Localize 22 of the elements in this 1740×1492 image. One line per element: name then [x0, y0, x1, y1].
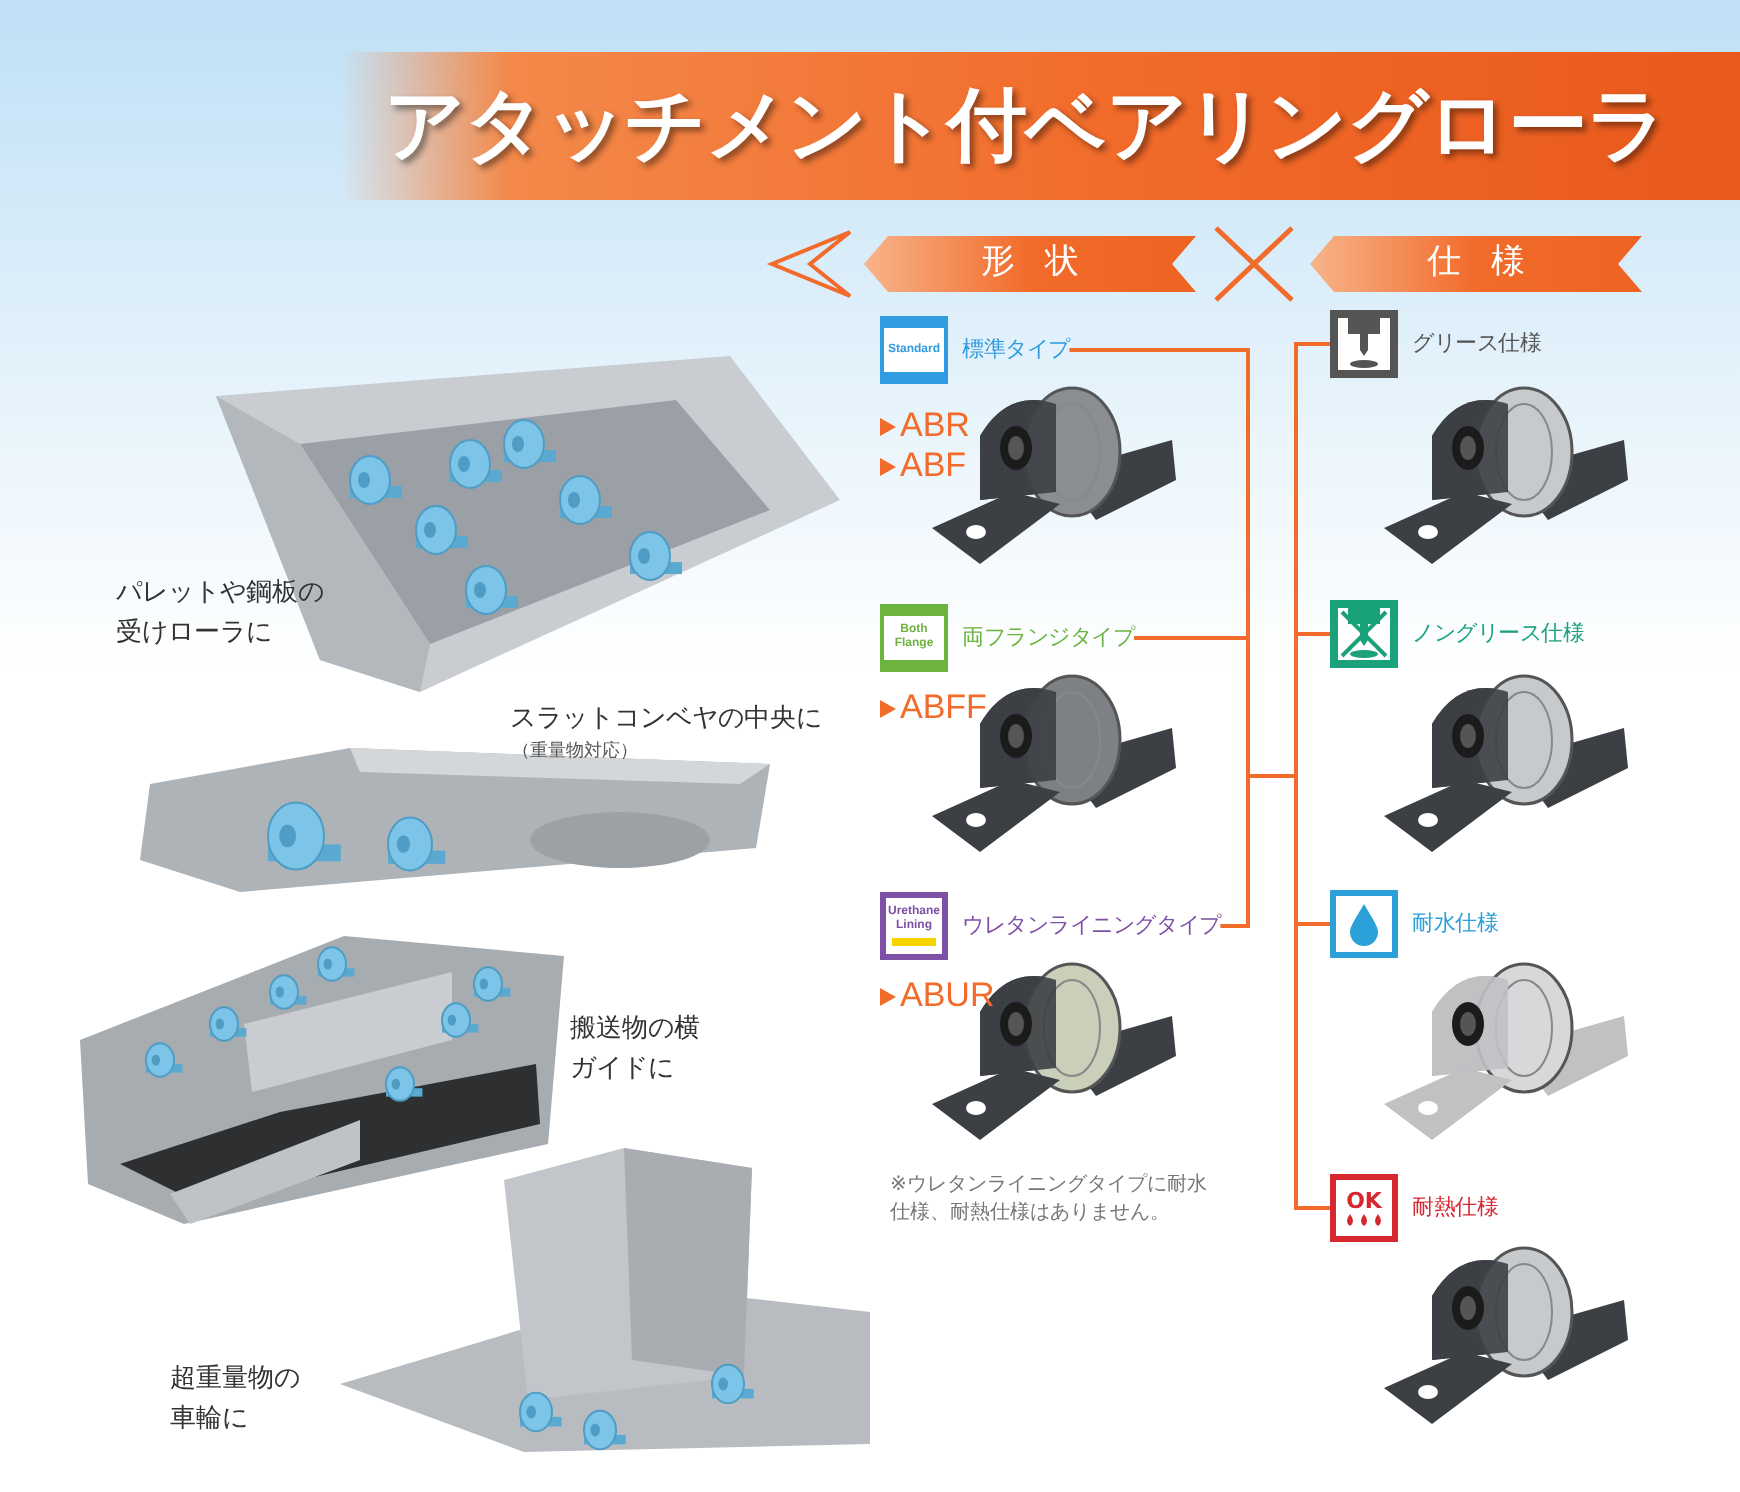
application-label: （重量物対応） — [512, 740, 640, 766]
application-label: パレットや鋼板の受けローラに — [116, 576, 326, 651]
model-code: ABFF — [900, 688, 987, 728]
category-label: 両フランジタイプ — [962, 621, 1135, 654]
model-code: ABUR — [900, 976, 995, 1016]
application-label: 搬送物の横ガイドに — [570, 1012, 702, 1087]
connector-line — [1220, 774, 1330, 1210]
category-label: 耐水仕様 — [1412, 907, 1499, 940]
model-code: ABF — [900, 446, 967, 486]
heat-resistant-badge: OK — [1330, 1174, 1398, 1242]
category-label: 標準タイプ — [962, 333, 1070, 366]
category-label: ノングリース仕様 — [1412, 617, 1585, 650]
application-label: スラットコンベヤの中央に — [510, 702, 824, 738]
footnote: ※ウレタンライニングタイプに耐水仕様、耐熱仕様はありません。 — [890, 1172, 1209, 1228]
category-label: グリース仕様 — [1412, 327, 1542, 360]
model-code: ABR — [900, 406, 970, 446]
section-banner: 仕様 — [1310, 236, 1642, 292]
application-label: 超重量物の車輪に — [170, 1362, 302, 1437]
category-label: ウレタンライニングタイプ — [962, 909, 1221, 942]
section-banner: 形状 — [864, 236, 1196, 292]
category-label: 耐熱仕様 — [1412, 1191, 1499, 1224]
title: アタッチメント付ベアリングローラ — [384, 76, 1667, 176]
